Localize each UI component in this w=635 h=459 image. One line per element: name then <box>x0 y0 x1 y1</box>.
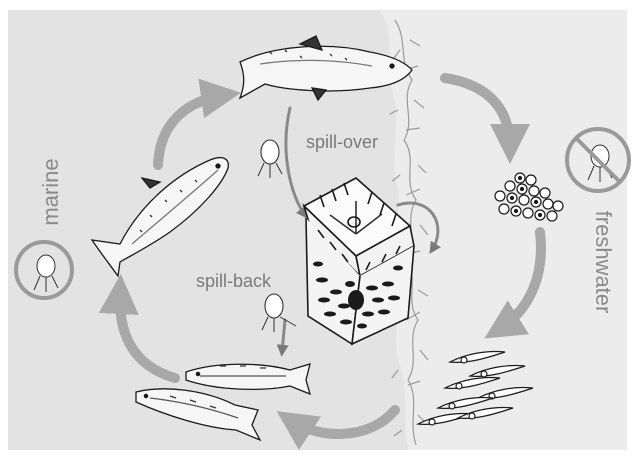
label-spill-back: spill-back <box>196 271 272 291</box>
freshwater-region <box>380 10 627 450</box>
label-marine: marine <box>38 158 63 225</box>
label-freshwater: freshwater <box>591 211 616 314</box>
label-spill-over: spill-over <box>306 132 378 152</box>
